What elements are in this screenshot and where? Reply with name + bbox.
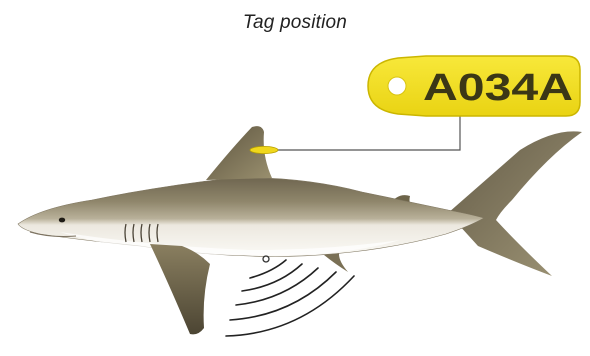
pectoral-fin [150,244,210,334]
fin-tag [250,146,278,153]
signal-wave [236,268,318,305]
shark-illustration [18,126,582,334]
signal-wave [250,260,286,278]
shark-body [18,178,484,257]
signal-wave [226,276,354,336]
signal-wave [230,272,336,320]
tag-id-label: A034A [423,67,573,109]
signal-waves [226,260,354,336]
tag-callout: A034A [368,56,580,116]
shark-eye [59,218,65,223]
tail-fin [448,131,582,276]
tag-hole [388,77,406,95]
transmitter-dot [263,256,269,262]
